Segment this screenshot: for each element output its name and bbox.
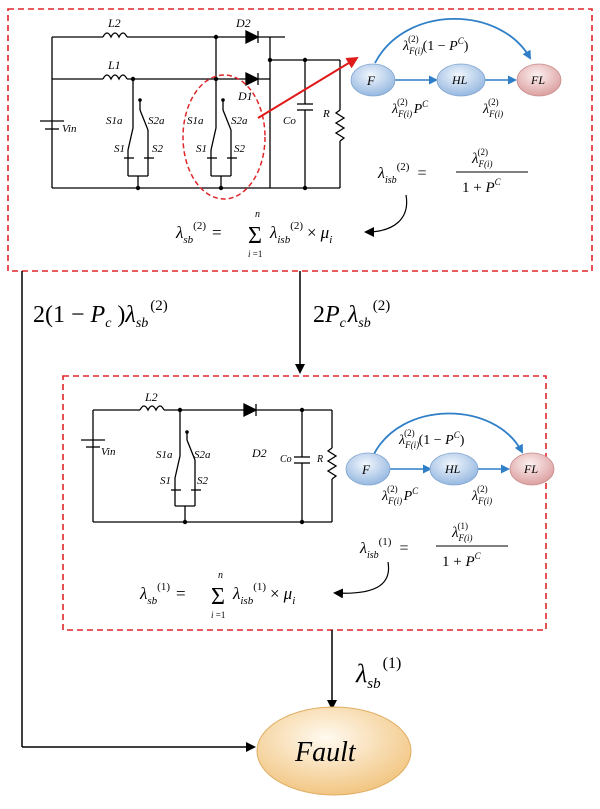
svg-text:λisb(2)×μi: λisb(2)×μi bbox=[269, 220, 332, 246]
fault-label: Fault bbox=[294, 737, 357, 768]
bottom-markov-chain bbox=[345, 412, 555, 486]
bottom-arc-rate: λF(i)(2)(1 − PC) bbox=[398, 428, 465, 450]
label-vin-bottom: Vin bbox=[101, 446, 116, 458]
label-s1-right: S1 bbox=[196, 143, 207, 155]
label-s1a-left: S1a bbox=[106, 115, 123, 127]
fault-node bbox=[256, 706, 412, 796]
node-hl-top-label: HL bbox=[451, 73, 468, 87]
svg-text:1 + PC: 1 + PC bbox=[442, 551, 482, 570]
svg-text:Σ: Σ bbox=[248, 223, 262, 249]
bottom-isb-formula: λisb(1)= λF(i)(1) 1 + PC bbox=[359, 521, 508, 570]
node-hl-top bbox=[436, 63, 486, 97]
svg-text:i =1: i =1 bbox=[248, 249, 262, 259]
top-isb-formula: λisb(2)= λF(i)(2) 1 + PC bbox=[377, 147, 528, 196]
label-s2-bottom: S2 bbox=[197, 475, 209, 487]
bottom-circuit bbox=[81, 402, 338, 523]
node-f-bottom bbox=[345, 452, 391, 486]
node-fl-top-label: FL bbox=[530, 73, 545, 87]
label-s2a-left: S2a bbox=[148, 115, 165, 127]
label-s1a-bottom: S1a bbox=[156, 449, 173, 461]
label-s2a-right: S2a bbox=[231, 115, 248, 127]
svg-text:1 + PC: 1 + PC bbox=[462, 177, 502, 196]
bottom-f-to-hl-rate: λF(i)(2)PC bbox=[381, 484, 419, 506]
bottom-circuit-dots bbox=[177, 407, 305, 525]
svg-text:λsb(2)=: λsb(2)= bbox=[175, 220, 222, 246]
bottom-hl-to-fl-rate: λF(i)(2) bbox=[471, 484, 492, 506]
node-f-top bbox=[350, 63, 396, 97]
svg-text:n: n bbox=[218, 570, 223, 581]
top-f-to-hl-rate: λF(i)(2)PC bbox=[391, 97, 429, 119]
svg-text:λsb(1)=: λsb(1)= bbox=[139, 581, 186, 607]
svg-text:λF(i)(2): λF(i)(2) bbox=[471, 147, 493, 169]
top-curve-arrow bbox=[364, 194, 408, 237]
label-r: R bbox=[322, 108, 330, 120]
red-pointer-arrow bbox=[257, 56, 359, 119]
left-transition-label: 2(1 − Pc )λsb(2) bbox=[33, 298, 168, 331]
node-fl-bottom-label: FL bbox=[523, 462, 538, 476]
label-d2-bottom: D2 bbox=[251, 446, 267, 460]
label-l2-bottom: L2 bbox=[144, 390, 158, 404]
bottom-sb-formula: λsb(1)= n Σ i =1 λisb(1)×μi bbox=[139, 570, 295, 620]
label-d2: D2 bbox=[235, 16, 251, 30]
label-s1-left: S1 bbox=[114, 143, 125, 155]
node-f-bottom-label: F bbox=[361, 462, 371, 477]
label-l1: L1 bbox=[107, 58, 121, 72]
node-fl-bottom bbox=[509, 452, 555, 486]
highlight-ellipse bbox=[182, 74, 266, 200]
top-markov-chain bbox=[350, 18, 562, 97]
svg-text:Σ: Σ bbox=[211, 584, 225, 610]
svg-text:2Pcλsb(2): 2Pcλsb(2) bbox=[313, 298, 390, 331]
top-sb-formula: λsb(2)= n Σ i =1 λisb(2)×μi bbox=[175, 209, 332, 259]
svg-text:n: n bbox=[255, 209, 260, 220]
label-d1: D1 bbox=[237, 89, 253, 103]
svg-text:λsb(1): λsb(1) bbox=[355, 655, 401, 692]
label-s2-left: S2 bbox=[152, 143, 164, 155]
svg-text:λisb(2)=: λisb(2)= bbox=[377, 161, 426, 186]
label-s2a-bottom: S2a bbox=[194, 449, 211, 461]
top-box-border bbox=[7, 8, 593, 272]
svg-text:2(1 − Pc )λsb(2): 2(1 − Pc )λsb(2) bbox=[33, 298, 168, 331]
label-s1a-right: S1a bbox=[187, 115, 204, 127]
svg-text:i =1: i =1 bbox=[211, 610, 225, 620]
label-co: Co bbox=[283, 115, 296, 127]
bottom-transition-label: λsb(1) bbox=[355, 655, 401, 692]
label-r-bottom: R bbox=[316, 454, 323, 465]
label-vin: Vin bbox=[62, 123, 77, 135]
node-hl-bottom bbox=[429, 452, 479, 486]
bottom-box-border bbox=[62, 375, 547, 631]
center-transition-label: 2Pcλsb(2) bbox=[313, 298, 390, 331]
top-arc-rate: λF(i)(2)(1 − PC) bbox=[402, 34, 469, 56]
svg-text:λisb(1)=: λisb(1)= bbox=[359, 536, 408, 561]
label-s1-bottom: S1 bbox=[160, 475, 171, 487]
top-circuit bbox=[40, 29, 346, 189]
top-circuit-dots bbox=[130, 34, 308, 191]
bottom-curve-arrow bbox=[333, 561, 390, 599]
node-f-top-label: F bbox=[366, 73, 376, 88]
node-fl-top bbox=[516, 63, 562, 97]
top-hl-to-fl-rate: λF(i)(2) bbox=[482, 97, 503, 119]
label-s2-right: S2 bbox=[234, 143, 246, 155]
node-hl-bottom-label: HL bbox=[444, 462, 461, 476]
label-co-bottom: Co bbox=[280, 454, 292, 465]
svg-text:λF(i)(1): λF(i)(1) bbox=[451, 521, 473, 543]
label-l2: L2 bbox=[107, 16, 121, 30]
svg-text:λisb(1)×μi: λisb(1)×μi bbox=[232, 581, 295, 607]
